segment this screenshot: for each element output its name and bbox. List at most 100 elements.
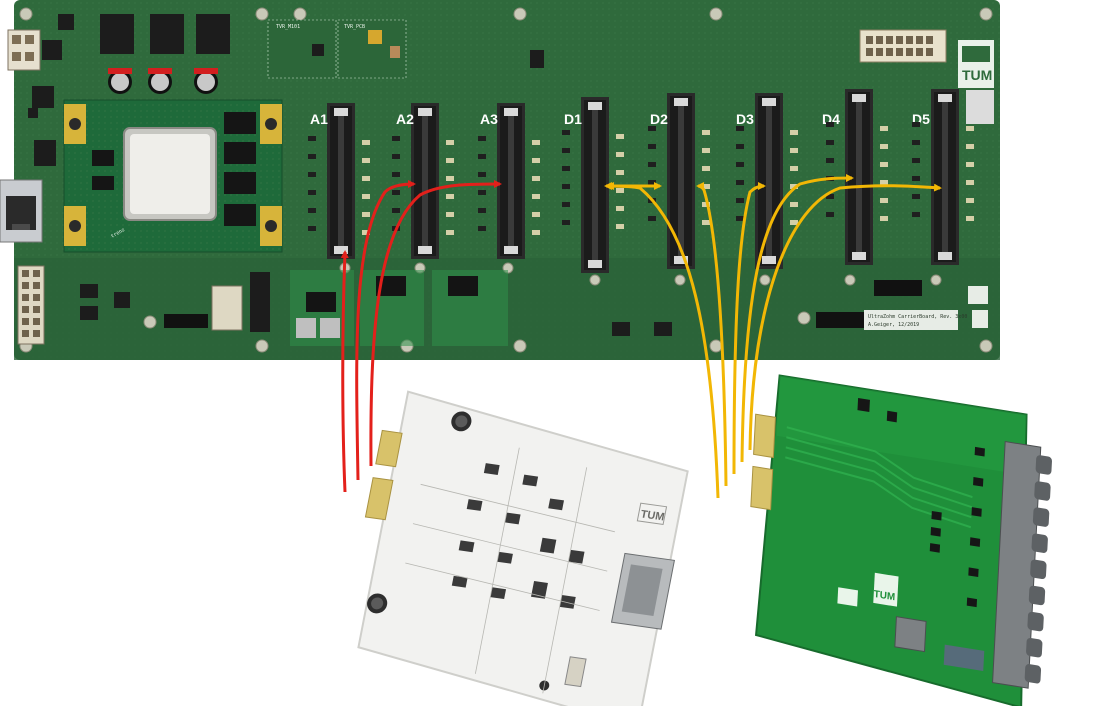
smd-part — [790, 130, 798, 135]
smd-part — [446, 230, 454, 235]
smd-part — [880, 126, 888, 131]
smd-part — [308, 154, 316, 159]
smd-part — [790, 202, 798, 207]
smd-part — [362, 158, 370, 163]
smd-part — [702, 148, 710, 153]
smd-part — [966, 198, 974, 203]
slot-latch-bottom — [674, 256, 688, 264]
analog-card-logo-text: TUM — [640, 508, 666, 523]
smd-part — [478, 190, 486, 195]
smd-part — [478, 154, 486, 159]
smd-part — [562, 148, 570, 153]
slot-label-d3: D3 — [736, 111, 754, 127]
board-revision-text: UltraZohm CarrierBoard, Rev. 3x00 — [868, 314, 967, 320]
smd-part — [446, 140, 454, 145]
smd-part — [362, 176, 370, 181]
smd-part — [562, 202, 570, 207]
smd-part — [826, 194, 834, 199]
slot-d3: D3 — [736, 93, 783, 269]
smd-part — [648, 216, 656, 221]
smd-part — [826, 140, 834, 145]
slot-latch-top — [762, 98, 776, 106]
power-connector — [7, 29, 41, 71]
lower-left-headers — [17, 265, 270, 345]
slot-a3: A3 — [480, 103, 525, 259]
smd-part — [446, 212, 454, 217]
smd-part — [616, 134, 624, 139]
label-tvr-m101: TVR_M101 — [276, 24, 300, 30]
smd-part — [648, 180, 656, 185]
slot-label-a2: A2 — [396, 111, 414, 127]
smd-part — [362, 140, 370, 145]
smd-part — [966, 216, 974, 221]
tvr-subboards: TVR_M101 TVR_PCB — [267, 19, 544, 79]
slot-d1: D1 — [564, 97, 609, 273]
smd-part — [702, 130, 710, 135]
smd-part — [790, 166, 798, 171]
slot-channel — [942, 100, 948, 254]
smd-part — [446, 176, 454, 181]
smd-part — [790, 220, 798, 225]
smd-part — [616, 188, 624, 193]
slot-latch-top — [938, 94, 952, 102]
smd-part — [308, 136, 316, 141]
slot-latch-bottom — [938, 252, 952, 260]
main-carrier-board: trenz TVR_M101 TVR_PCB — [0, 0, 1000, 360]
smd-part — [532, 212, 540, 217]
slot-latch-bottom — [588, 260, 602, 268]
slot-latch-top — [418, 108, 432, 116]
digital-adapter-card: TUM — [750, 374, 1052, 706]
left-ics — [28, 86, 56, 166]
label-tvr-pcb: TVR_PCB — [344, 24, 365, 30]
smd-part — [880, 198, 888, 203]
power-regulators — [42, 14, 230, 60]
smd-part — [912, 122, 920, 127]
smd-part — [702, 184, 710, 189]
slot-latch-bottom — [504, 246, 518, 254]
slot-channel — [678, 104, 684, 258]
analog-card-rj45 — [610, 552, 676, 630]
analog-card-logo: TUM — [636, 502, 668, 526]
smd-part — [826, 212, 834, 217]
red-arrow-to-a1 — [340, 250, 349, 493]
smd-part — [362, 212, 370, 217]
red-arrow-to-a2 — [355, 180, 416, 481]
smd-part — [446, 158, 454, 163]
smd-part — [736, 126, 744, 131]
smd-part — [736, 162, 744, 167]
smd-part — [880, 216, 888, 221]
mounting-holes — [19, 7, 993, 353]
smd-part — [826, 122, 834, 127]
smd-part — [912, 176, 920, 181]
smd-part — [562, 130, 570, 135]
slot-channel — [766, 104, 772, 258]
digital-card-optical-transceivers — [894, 441, 1052, 689]
slot-latch-top — [674, 98, 688, 106]
smd-part — [966, 162, 974, 167]
smd-part — [478, 208, 486, 213]
smd-part — [702, 202, 710, 207]
lower-right-area: UltraZohm CarrierBoard, Rev. 3x00 A.Geig… — [612, 280, 988, 336]
smd-part — [392, 172, 400, 177]
smd-part — [736, 198, 744, 203]
yellow-arrow-to-d3 — [732, 182, 766, 475]
smd-part — [532, 176, 540, 181]
smd-part — [736, 144, 744, 149]
slot-latch-bottom — [762, 256, 776, 264]
smd-components — [308, 122, 974, 235]
smd-part — [912, 140, 920, 145]
analog-card-pcb — [357, 390, 689, 706]
digital-card-logo: TUM — [837, 572, 899, 607]
red-arrow-to-a3 — [369, 180, 502, 467]
smd-part — [532, 194, 540, 199]
smd-part — [880, 162, 888, 167]
yellow-arrow-to-d5 — [748, 183, 942, 451]
connection-arrows — [340, 174, 942, 499]
smd-part — [362, 194, 370, 199]
slot-latch-top — [334, 108, 348, 116]
smd-part — [478, 172, 486, 177]
smd-part — [880, 180, 888, 185]
slot-channel — [508, 114, 514, 248]
smd-part — [562, 184, 570, 189]
